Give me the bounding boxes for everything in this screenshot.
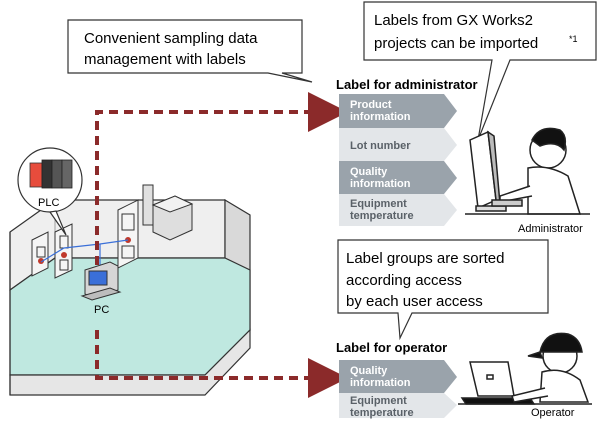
admin-label-stack: Product information Lot number Quality i… bbox=[339, 94, 457, 226]
operator-label-equipment bbox=[339, 393, 457, 418]
admin-label-product-line2: information bbox=[350, 111, 411, 123]
operator-caption: Operator bbox=[531, 407, 575, 419]
operator-label-quality bbox=[339, 360, 457, 393]
callout-import-line1: Labels from GX Works2 bbox=[374, 12, 533, 29]
operator-label-quality-line1: Quality bbox=[350, 365, 388, 377]
machine-tower bbox=[142, 184, 194, 241]
control-cabinet-right bbox=[117, 199, 139, 269]
callout-import: Labels from GX Works2 projects can be im… bbox=[363, 1, 597, 141]
plc-red-module bbox=[29, 162, 43, 188]
admin-label-lot-line1: Lot number bbox=[350, 140, 411, 152]
admin-label-equipment-line1: Equipment bbox=[350, 198, 407, 210]
admin-heading: Label for administrator bbox=[336, 77, 478, 92]
callout-groups-line1: Label groups are sorted bbox=[346, 250, 504, 267]
operator-arrow bbox=[95, 330, 348, 398]
admin-label-quality bbox=[339, 161, 457, 194]
callout-import-footnote: *1 bbox=[569, 34, 578, 44]
admin-arrow bbox=[95, 92, 348, 265]
callout-import-line2: projects can be imported bbox=[374, 35, 538, 52]
admin-label-equipment-line2: temperature bbox=[350, 210, 414, 222]
administrator-figure bbox=[465, 127, 590, 215]
callout-sampling-line2: management with labels bbox=[84, 51, 246, 68]
pc-label: PC bbox=[94, 304, 109, 316]
callout-groups-line3: by each user access bbox=[346, 293, 483, 310]
network-line bbox=[40, 239, 129, 263]
factory-floor bbox=[9, 257, 251, 376]
callout-groups-line2: according access bbox=[346, 272, 462, 289]
operator-heading: Label for operator bbox=[336, 340, 447, 355]
pc-computer bbox=[80, 261, 122, 301]
admin-label-product bbox=[339, 94, 457, 128]
control-cabinet-middle bbox=[54, 223, 73, 279]
admin-label-quality-line1: Quality bbox=[350, 166, 388, 178]
plc-bubble bbox=[17, 147, 83, 236]
callout-sampling: Convenient sampling data management with… bbox=[67, 19, 313, 83]
plc-label: PLC bbox=[38, 197, 59, 209]
operator-label-quality-line2: information bbox=[350, 377, 411, 389]
admin-label-lot bbox=[339, 128, 457, 161]
administrator-caption: Administrator bbox=[518, 223, 583, 235]
operator-label-stack: Quality information Equipment temperatur… bbox=[339, 360, 457, 419]
admin-label-equipment bbox=[339, 194, 457, 226]
control-cabinet-left bbox=[31, 231, 49, 277]
operator-label-equipment-line2: temperature bbox=[350, 407, 414, 419]
admin-label-quality-line2: information bbox=[350, 178, 411, 190]
admin-label-product-line1: Product bbox=[350, 99, 392, 111]
operator-figure bbox=[458, 332, 592, 405]
operator-label-equipment-line1: Equipment bbox=[350, 395, 407, 407]
callout-groups: Label groups are sorted according access… bbox=[337, 239, 549, 341]
callout-sampling-line1: Convenient sampling data bbox=[84, 30, 258, 47]
